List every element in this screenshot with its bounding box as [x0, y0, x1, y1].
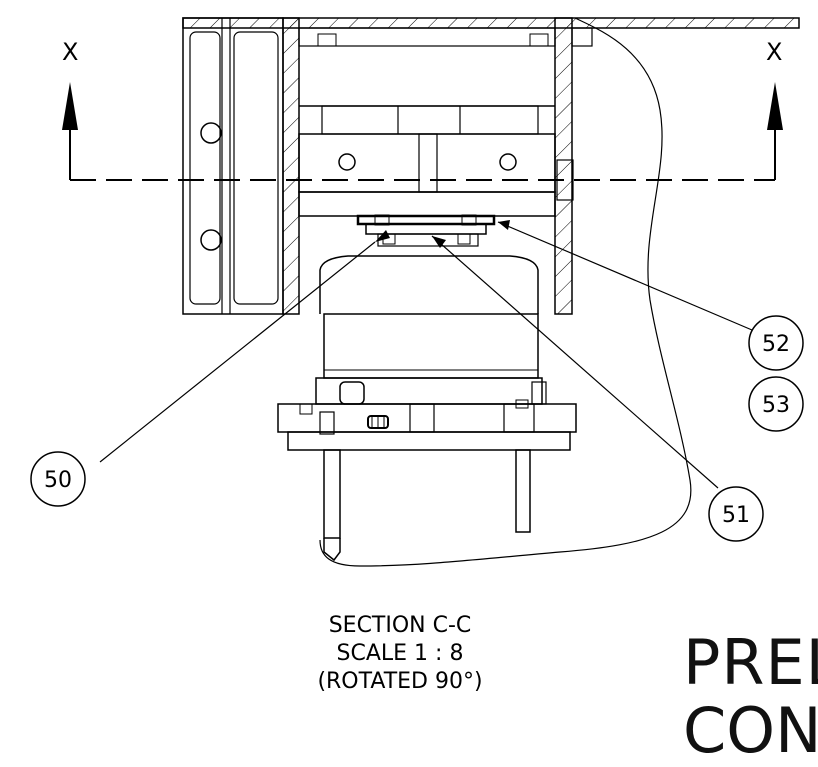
balloon-50-label: 50	[44, 468, 72, 493]
balloon-50: 50	[30, 451, 86, 507]
balloon-53: 53	[748, 376, 804, 432]
upper-housing	[298, 27, 556, 217]
leader-lines	[99, 220, 753, 489]
bearing-stack	[356, 214, 496, 247]
bottom-plate	[277, 399, 577, 451]
support-legs	[323, 449, 531, 562]
caption-section-title: SECTION C-C	[328, 613, 472, 638]
right-arrow	[767, 82, 783, 130]
section-marker-right: X	[766, 38, 782, 66]
left-arrow	[62, 82, 78, 130]
left-wall	[282, 17, 300, 315]
balloon-52-label: 52	[762, 332, 790, 357]
right-wall	[554, 17, 593, 315]
section-view-drawing: X X 50 51 52 53	[30, 17, 804, 567]
balloon-51-label: 51	[722, 503, 750, 528]
balloon-52: 52	[748, 315, 804, 371]
preliminary-stamp-line2: CON	[683, 694, 818, 767]
section-caption: SECTION C-C SCALE 1 : 8 (ROTATED 90°)	[250, 612, 550, 696]
left-beam	[182, 17, 284, 315]
balloon-53-label: 53	[762, 393, 790, 418]
motor-body	[315, 255, 547, 405]
balloon-51: 51	[708, 486, 764, 542]
top-plate	[182, 17, 800, 29]
section-marker-left: X	[62, 38, 78, 66]
caption-scale: SCALE 1 : 8	[336, 641, 464, 666]
section-line: X X	[62, 38, 783, 181]
preliminary-stamp-line1: PREL	[683, 626, 818, 699]
break-line	[319, 17, 692, 567]
caption-rotation: (ROTATED 90°)	[317, 669, 483, 694]
